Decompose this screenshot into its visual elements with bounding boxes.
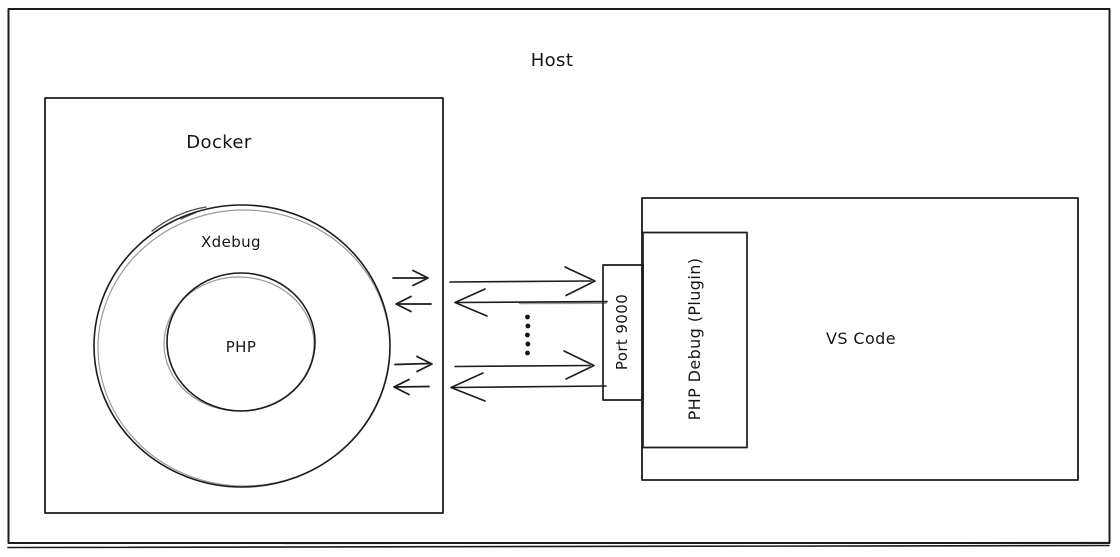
host-box (7, 8, 1111, 549)
docker-label: Docker (186, 132, 252, 153)
sketch-overstroke (180, 211, 198, 220)
arrow-long-left-lower (450, 372, 607, 402)
docker-box (44, 97, 444, 514)
port-9000-label: Port 9000 (613, 294, 631, 370)
sketch-overstroke (151, 206, 207, 232)
arrow-small-right-upper (392, 269, 429, 287)
ellipsis-dots (525, 314, 531, 356)
arrow-long-right-upper (449, 266, 596, 297)
arrow-small-right-lower (394, 355, 433, 373)
host-label: Host (531, 50, 574, 71)
port-9000-box (602, 264, 644, 401)
vscode-box (641, 197, 1079, 481)
xdebug-label: Xdebug (201, 233, 261, 251)
vscode-label: VS Code (826, 329, 896, 348)
arrow-small-left-lower (393, 378, 430, 396)
arrow-long-right-lower (454, 350, 595, 380)
php-label: PHP (226, 338, 257, 356)
php-debug-plugin-label: PHP Debug (Plugin) (685, 258, 704, 421)
xdebug-circle (93, 204, 391, 488)
arrow-small-left-upper (395, 295, 432, 313)
php-circle (163, 272, 316, 412)
arrow-long-left-upper (454, 288, 608, 317)
